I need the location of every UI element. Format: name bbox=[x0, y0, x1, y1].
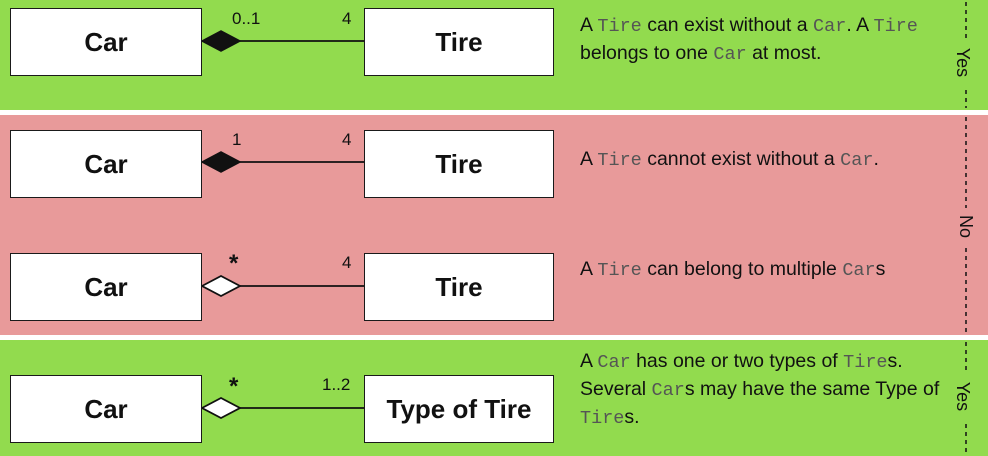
code-term: Tire bbox=[597, 150, 642, 171]
code-term: Tire bbox=[580, 408, 625, 429]
code-term: Tire bbox=[843, 352, 888, 373]
class-box-tire-3: Tire bbox=[364, 253, 554, 321]
code-term: Tire bbox=[597, 16, 642, 37]
description-text: s may have bbox=[684, 378, 790, 400]
class-box-car-1: Car bbox=[10, 8, 202, 76]
class-box-type-of-tire-4: Type of Tire bbox=[364, 375, 554, 443]
description-text: A bbox=[580, 14, 598, 36]
aggregation-diamond-4 bbox=[200, 396, 242, 420]
class-box-car-2: Car bbox=[10, 130, 202, 198]
description-3: A Tire can belong to multiple Cars bbox=[580, 256, 942, 284]
multiplicity-left-4: * bbox=[229, 373, 239, 400]
code-term: Car bbox=[651, 380, 685, 401]
code-term: Car bbox=[597, 352, 631, 373]
aggregation-diamond-3 bbox=[200, 274, 242, 298]
side-label-yes-top: Yes bbox=[953, 47, 974, 78]
description-4: A Car has one or two types of Tires. Sev… bbox=[580, 348, 942, 432]
description-text: A bbox=[580, 350, 598, 372]
code-term: Tire bbox=[597, 260, 642, 281]
class-box-tire-1: Tire bbox=[364, 8, 554, 76]
multiplicity-right-2: 4 bbox=[342, 130, 352, 149]
description-text: s. Several bbox=[580, 350, 903, 400]
description-1: A Tire can exist without a Car. A Tire b… bbox=[580, 12, 942, 68]
composition-diamond-1 bbox=[200, 30, 242, 52]
description-text: the same Type of bbox=[790, 378, 940, 400]
description-text: . bbox=[873, 148, 879, 170]
description-text: can exist without a bbox=[641, 14, 814, 36]
class-box-car-3: Car bbox=[10, 253, 202, 321]
code-term: Car bbox=[842, 260, 876, 281]
side-label-yes-bottom: Yes bbox=[953, 381, 974, 412]
multiplicity-left-1: 0..1 bbox=[232, 9, 261, 28]
code-term: Car bbox=[840, 150, 874, 171]
description-text: A bbox=[580, 148, 598, 170]
code-term: Tire bbox=[873, 16, 918, 37]
description-text: has one or two types of bbox=[630, 350, 844, 372]
multiplicity-right-1: 4 bbox=[342, 9, 352, 28]
description-text: cannot exist without a bbox=[641, 148, 841, 170]
code-term: Car bbox=[713, 44, 747, 65]
description-text: at most. bbox=[746, 42, 822, 64]
composition-diamond-2 bbox=[200, 151, 242, 173]
description-text: belongs to one bbox=[580, 42, 714, 64]
multiplicity-right-3: 4 bbox=[342, 253, 352, 272]
class-box-tire-2: Tire bbox=[364, 130, 554, 198]
description-text: s bbox=[875, 258, 886, 280]
description-text: . A bbox=[846, 14, 874, 36]
side-label-no: No bbox=[956, 214, 977, 239]
description-2: A Tire cannot exist without a Car. bbox=[580, 146, 942, 174]
description-text: A bbox=[580, 258, 598, 280]
code-term: Car bbox=[813, 16, 847, 37]
description-text: s. bbox=[624, 406, 640, 428]
description-text: can belong to multiple bbox=[641, 258, 843, 280]
multiplicity-left-3: * bbox=[229, 250, 239, 277]
class-box-car-4: Car bbox=[10, 375, 202, 443]
multiplicity-left-2: 1 bbox=[232, 130, 242, 149]
multiplicity-right-4: 1..2 bbox=[322, 375, 351, 394]
